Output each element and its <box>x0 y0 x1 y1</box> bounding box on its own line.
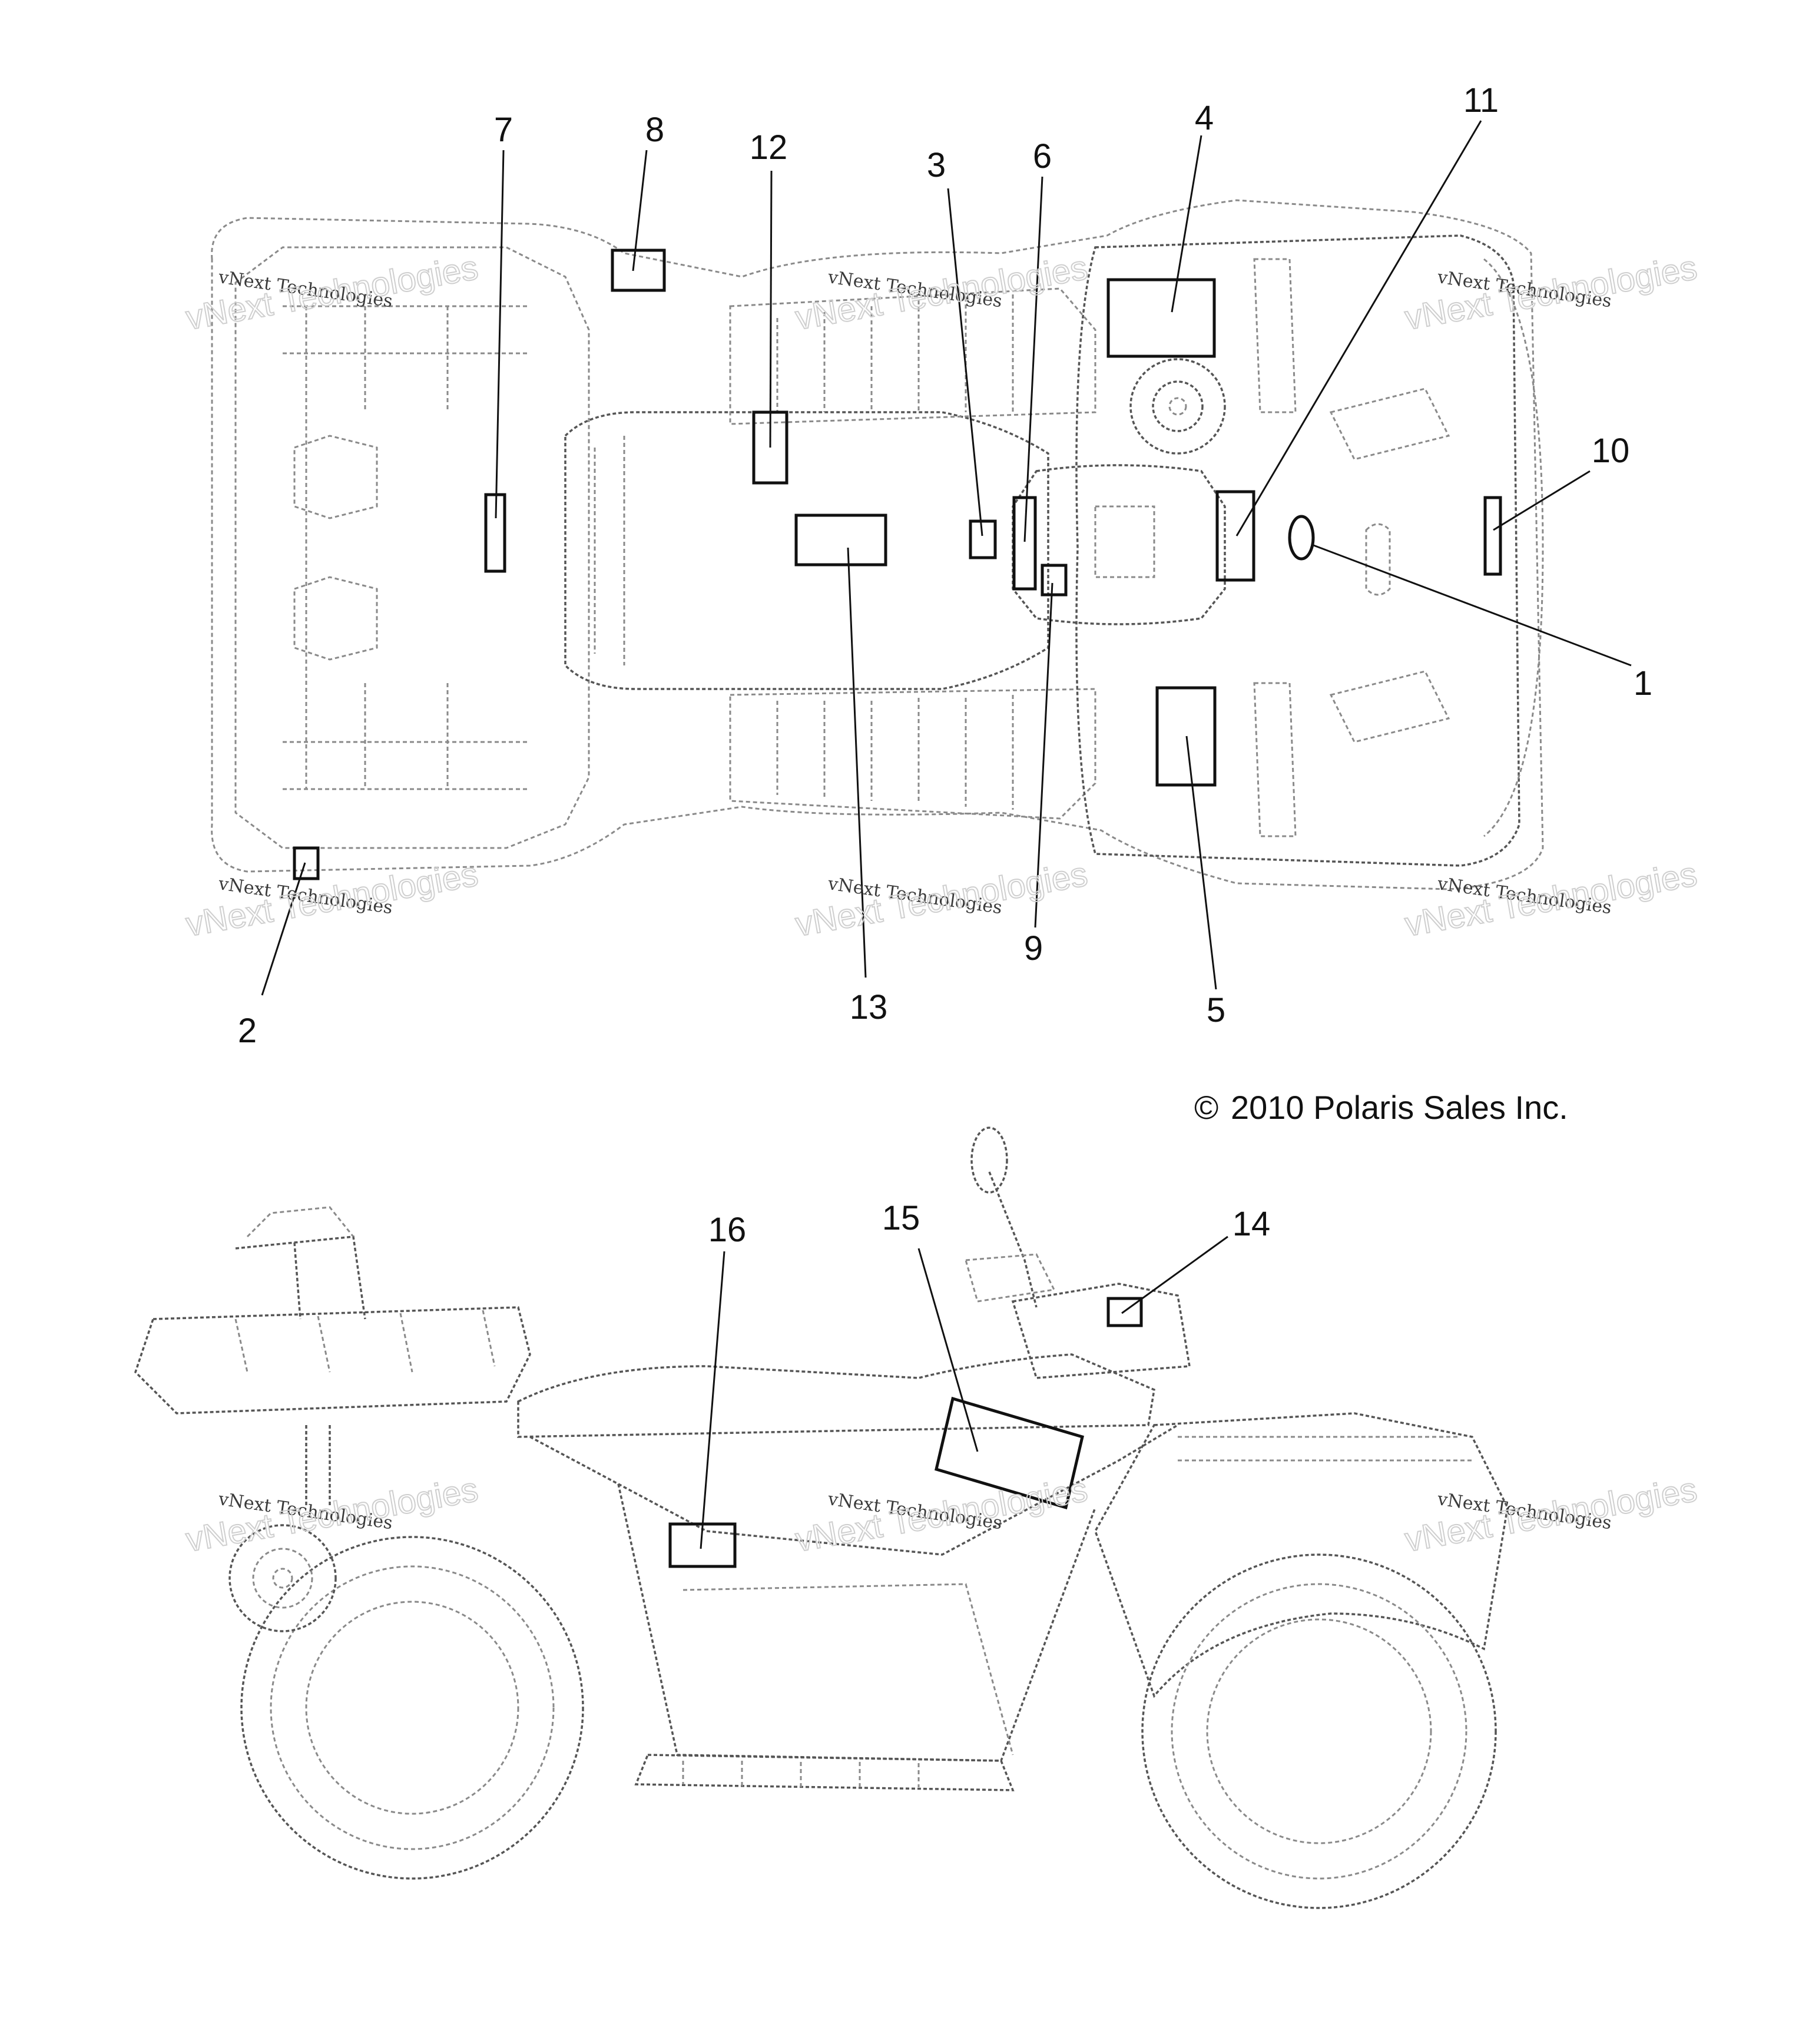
atv-side-view <box>134 1127 1509 1909</box>
copyright-symbol: © <box>1194 1089 1218 1126</box>
watermark: vNext Technologies vNext Technologies <box>183 1470 482 1560</box>
svg-text:vNext Technologies: vNext Technologies <box>183 855 481 944</box>
leader-lines-side <box>700 1235 1228 1549</box>
callout-5: 5 <box>1207 991 1225 1029</box>
callout-16: 16 <box>708 1211 747 1249</box>
callout-3: 3 <box>927 146 946 184</box>
svg-text:vNext Technologies: vNext Technologies <box>183 1470 481 1559</box>
callout-4: 4 <box>1195 99 1214 137</box>
watermark: vNext Technologies vNext Technologies <box>183 248 482 338</box>
watermark: vNext Technologies vNext Technologies <box>792 248 1091 338</box>
callout-9: 9 <box>1024 929 1043 968</box>
callout-2: 2 <box>238 1012 257 1050</box>
copyright-notice: © 2010 Polaris Sales Inc. <box>1194 1089 1568 1126</box>
copyright-text: 2010 Polaris Sales Inc. <box>1231 1089 1568 1126</box>
callout-6: 6 <box>1033 137 1052 175</box>
callout-7: 7 <box>494 111 513 149</box>
callout-14: 14 <box>1232 1205 1271 1243</box>
leader-lines-top <box>261 120 1632 996</box>
svg-text:vNext Technologies: vNext Technologies <box>793 249 1091 337</box>
callout-1: 1 <box>1634 664 1652 703</box>
watermark: vNext Technologies vNext Technologies <box>1402 854 1701 945</box>
decal-outlines-top <box>293 249 1502 880</box>
callout-10: 10 <box>1592 432 1630 470</box>
svg-text:vNext Technologies: vNext Technologies <box>793 855 1091 944</box>
watermark: vNext Technologies vNext Technologies <box>1402 1470 1701 1560</box>
callout-15: 15 <box>882 1199 920 1237</box>
watermark: vNext Technologies vNext Technologies <box>1402 248 1701 338</box>
watermark: vNext Technologies vNext Technologies <box>183 854 482 945</box>
atv-top-view <box>211 199 1544 890</box>
callout-labels-top: 1 2 3 4 5 6 7 8 9 10 11 12 13 <box>238 81 1652 1050</box>
callout-11: 11 <box>1463 81 1499 120</box>
svg-text:vNext Technologies: vNext Technologies <box>793 1470 1091 1559</box>
callout-13: 13 <box>850 988 888 1026</box>
svg-text:vNext Technologies: vNext Technologies <box>183 249 481 337</box>
svg-text:vNext Technologies: vNext Technologies <box>1402 1470 1700 1559</box>
watermark: vNext Technologies vNext Technologies <box>792 1470 1091 1560</box>
svg-text:vNext Technologies: vNext Technologies <box>1402 855 1700 944</box>
watermark: vNext Technologies vNext Technologies <box>792 854 1091 945</box>
callout-8: 8 <box>645 111 664 149</box>
callout-labels-side: 14 15 16 <box>708 1199 1271 1249</box>
callout-12: 12 <box>750 128 788 167</box>
svg-text:vNext Technologies: vNext Technologies <box>1402 249 1700 337</box>
